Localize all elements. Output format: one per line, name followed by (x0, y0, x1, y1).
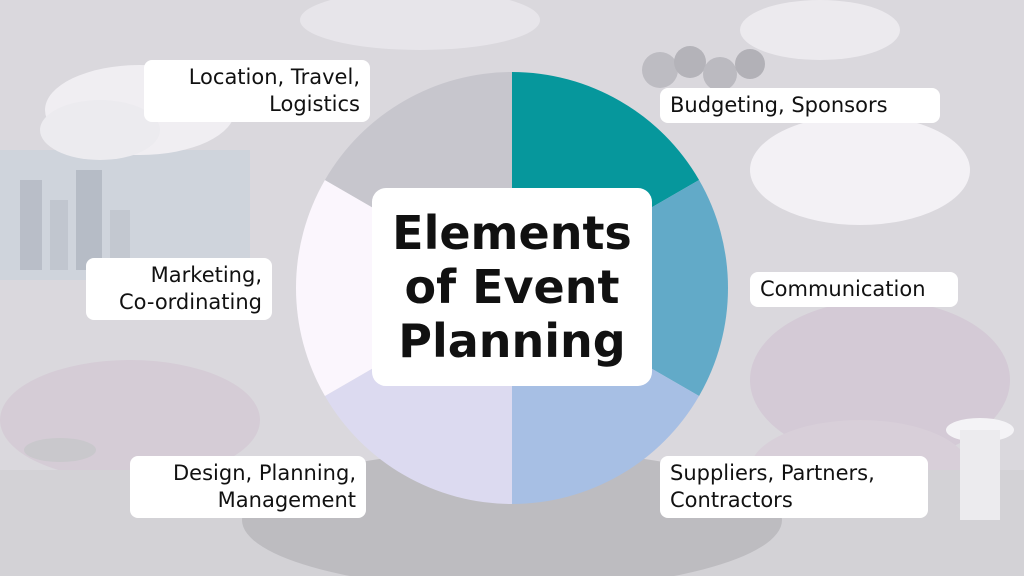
label-budgeting-sponsors: Budgeting, Sponsors (660, 88, 940, 123)
label-suppliers-partners-contractors: Suppliers, Partners, Contractors (660, 456, 928, 518)
label-location-travel-logistics: Location, Travel, Logistics (144, 60, 370, 122)
label-marketing-coordinating: Marketing, Co-ordinating (86, 258, 272, 320)
diagram-title: Elements of Event Planning (392, 206, 632, 368)
label-communication: Communication (750, 272, 958, 307)
center-title-box: Elements of Event Planning (372, 188, 652, 386)
label-design-planning-management: Design, Planning, Management (130, 456, 366, 518)
